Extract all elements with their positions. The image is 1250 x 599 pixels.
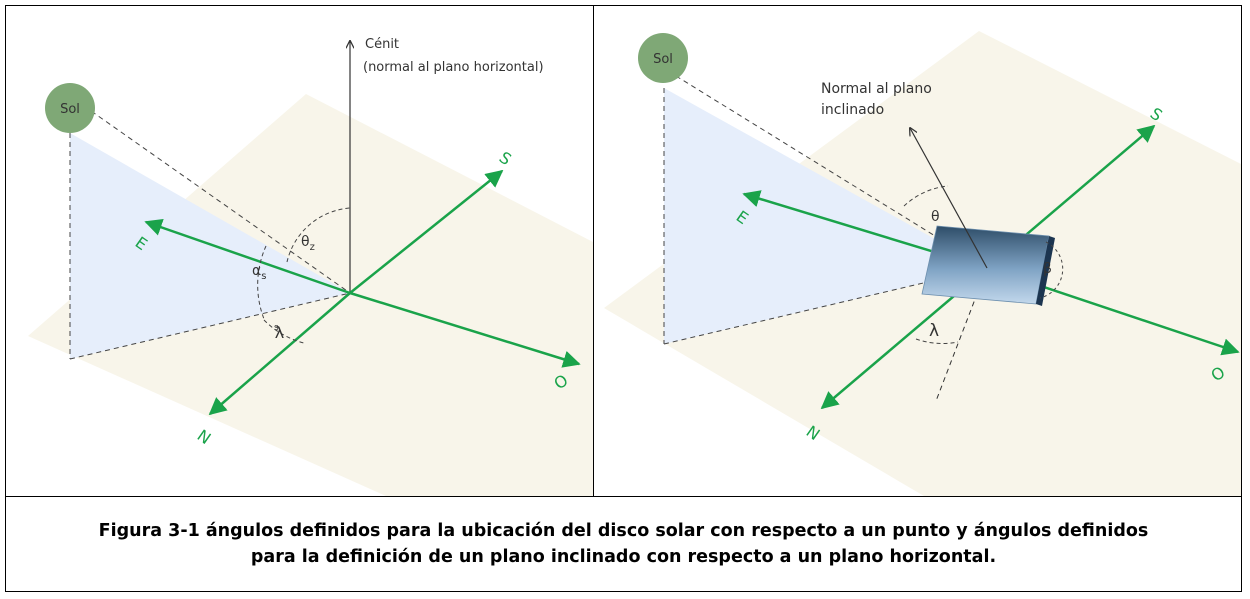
- figure-caption-text: Figura 3-1 ángulos definidos para la ubi…: [98, 521, 1149, 567]
- figure-frame: Sol Cénit (normal al plano horizontal) S…: [5, 5, 1242, 592]
- inclined-plane-edge: [1036, 236, 1055, 306]
- sun-label: Sol: [60, 102, 80, 117]
- sun-label: Sol: [653, 52, 673, 67]
- normal-label-line2: inclinado: [821, 102, 884, 118]
- sun-ray-line: [83, 105, 351, 294]
- gamma-s-arc: [263, 319, 305, 344]
- sun-projection-triangle: [664, 88, 987, 344]
- sun-ray-line: [675, 75, 988, 269]
- figure-diagrams-row: Sol Cénit (normal al plano horizontal) S…: [6, 6, 1241, 497]
- axis-west: [349, 291, 581, 368]
- sun-ground-projection-line: [69, 292, 351, 360]
- left-diagram: Sol Cénit (normal al plano horizontal) S…: [28, 37, 593, 496]
- beta-label: β: [1043, 261, 1052, 277]
- gamma-s-label: sλ: [274, 323, 284, 342]
- alpha-s-label: αs: [252, 263, 266, 282]
- sun-projection-triangle: [70, 133, 350, 359]
- zenith-label-line2: (normal al plano horizontal): [363, 60, 544, 75]
- theta-z-label: θz: [301, 234, 315, 253]
- theta-label: θ: [931, 209, 940, 225]
- sun-icon: [45, 83, 95, 133]
- axis-east: [144, 218, 351, 295]
- zenith-label-line1: Cénit: [365, 37, 399, 52]
- axis-north: [208, 292, 351, 416]
- axis-N-label: N: [194, 426, 215, 448]
- gamma-label: λ: [929, 321, 939, 341]
- axis-S-label: S: [496, 148, 515, 169]
- sun-ground-projection-line: [663, 267, 988, 345]
- figure-caption: Figura 3-1 ángulos definidos para la ubi…: [6, 497, 1241, 591]
- gamma-arc: [915, 338, 959, 345]
- right-diagram-panel: Sol S E N O Normal al plano inclinado: [594, 6, 1241, 496]
- right-diagram: Sol S E N O Normal al plano inclinado: [604, 31, 1241, 496]
- alpha-s-arc: [257, 245, 267, 320]
- sun-icon: [638, 33, 688, 83]
- theta-arc: [903, 185, 949, 207]
- plane-normal-arrow: [910, 128, 988, 269]
- beta-arc: [1039, 241, 1064, 299]
- normal-ground-projection: [935, 267, 988, 402]
- left-diagram-panel: Sol Cénit (normal al plano horizontal) S…: [6, 6, 594, 496]
- theta-z-arc: [286, 207, 351, 263]
- axis-south: [349, 169, 504, 294]
- normal-label-line1: Normal al plano: [821, 81, 932, 97]
